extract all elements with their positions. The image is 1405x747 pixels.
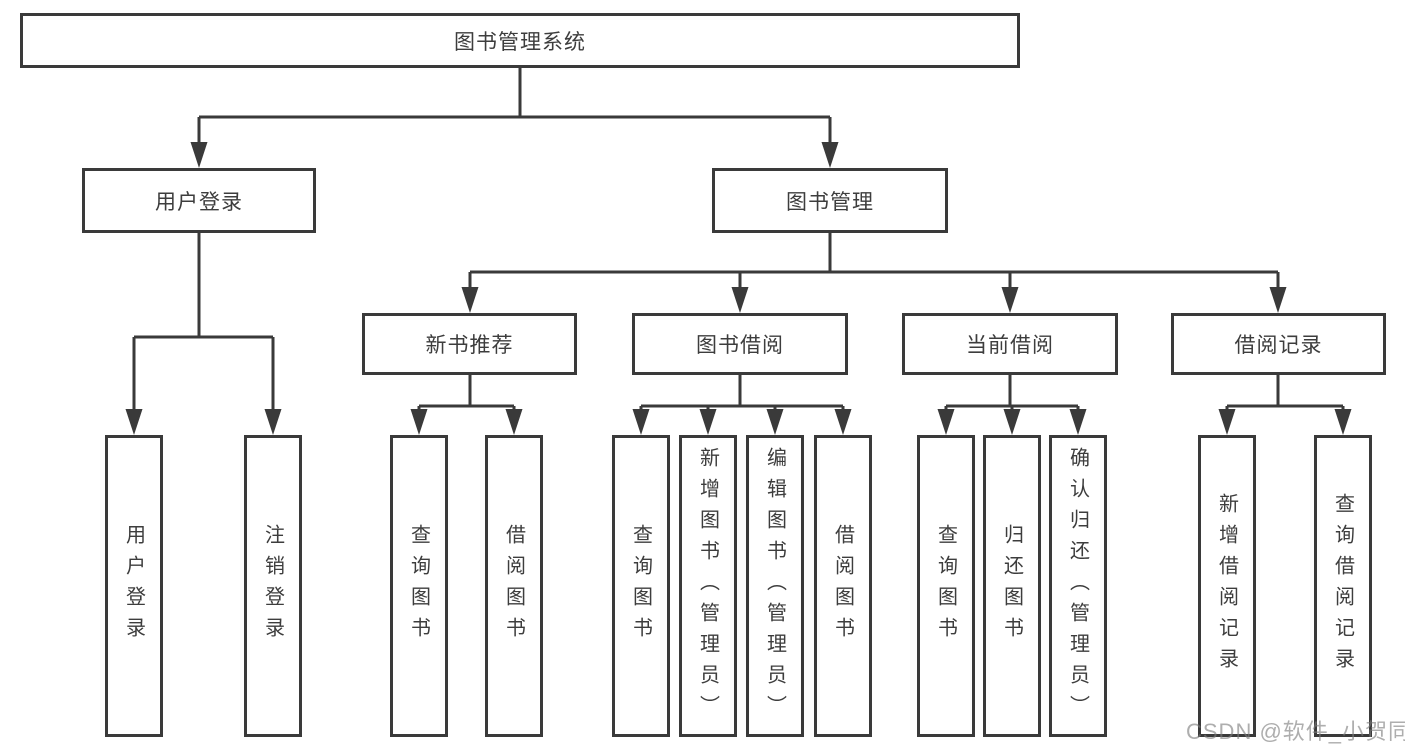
arrowhead-icon [1334, 409, 1352, 435]
node-book-borrowing: 图书借阅 [632, 313, 848, 375]
node-borrowing-records: 借阅记录 [1171, 313, 1386, 375]
leaf-user-login-label: 用户登录 [122, 524, 145, 648]
leaf-confirm-return-admin: 确认归还（管理员） [1049, 435, 1107, 737]
arrowhead-icon [632, 409, 650, 435]
arrowhead-icon [821, 142, 839, 168]
leaf-query-books-borrowing-label: 查询图书 [629, 524, 652, 648]
arrowhead-icon [1001, 287, 1019, 313]
arrowhead-icon [766, 409, 784, 435]
arrowhead-icon [1218, 409, 1236, 435]
arrowhead-icon [1269, 287, 1287, 313]
node-root-label: 图书管理系统 [454, 30, 586, 54]
arrowhead-icon [410, 409, 428, 435]
node-borrowing-records-label: 借阅记录 [1234, 334, 1323, 357]
leaf-edit-books-admin-label: 编辑图书（管理员） [763, 446, 786, 726]
leaf-query-books-recommend: 查询图书 [390, 435, 448, 737]
arrowhead-icon [834, 409, 852, 435]
arrowhead-icon [505, 409, 523, 435]
arrowhead-icon [699, 409, 717, 435]
leaf-logout: 注销登录 [244, 435, 302, 737]
leaf-add-books-admin: 新增图书（管理员） [679, 435, 737, 737]
node-root: 图书管理系统 [20, 13, 1020, 68]
leaf-borrow-books-recommend-label: 借阅图书 [502, 524, 525, 648]
arrowhead-icon [1069, 409, 1087, 435]
node-book-borrowing-label: 图书借阅 [696, 334, 784, 357]
node-book-management: 图书管理 [712, 168, 948, 233]
leaf-query-books-borrowing: 查询图书 [612, 435, 670, 737]
leaf-borrow-books: 借阅图书 [814, 435, 872, 737]
arrowhead-icon [1003, 409, 1021, 435]
node-current-borrowing: 当前借阅 [902, 313, 1118, 375]
leaf-borrow-books-recommend: 借阅图书 [485, 435, 543, 737]
node-book-management-label: 图书管理 [786, 190, 874, 214]
arrowhead-icons [125, 142, 1352, 435]
node-new-book-recommend-label: 新书推荐 [425, 334, 514, 357]
node-user-login-label: 用户登录 [155, 190, 243, 214]
arrowhead-icon [937, 409, 955, 435]
watermark: CSDN @软件_小贺同学 [1186, 719, 1405, 744]
leaf-logout-label: 注销登录 [261, 524, 284, 648]
node-current-borrowing-label: 当前借阅 [966, 334, 1054, 357]
leaf-borrow-books-label: 借阅图书 [831, 524, 854, 648]
arrowhead-icon [461, 287, 479, 313]
leaf-query-books-current: 查询图书 [917, 435, 975, 737]
arrowhead-icon [264, 409, 282, 435]
leaf-add-borrow-record: 新增借阅记录 [1198, 435, 1256, 737]
arrowhead-icon [125, 409, 143, 435]
node-new-book-recommend: 新书推荐 [362, 313, 577, 375]
leaf-query-books-current-label: 查询图书 [934, 524, 957, 648]
arrowhead-icon [190, 142, 208, 168]
leaf-query-books-recommend-label: 查询图书 [407, 524, 430, 648]
connector-paths [132, 68, 1345, 411]
leaf-add-books-admin-label: 新增图书（管理员） [696, 446, 719, 726]
leaf-edit-books-admin: 编辑图书（管理员） [746, 435, 804, 737]
leaf-user-login: 用户登录 [105, 435, 163, 737]
leaf-add-borrow-record-label: 新增借阅记录 [1215, 493, 1238, 679]
node-user-login: 用户登录 [82, 168, 316, 233]
leaf-return-books: 归还图书 [983, 435, 1041, 737]
leaf-query-borrow-record: 查询借阅记录 [1314, 435, 1372, 737]
leaf-query-borrow-record-label: 查询借阅记录 [1331, 493, 1354, 679]
arrowhead-icon [731, 287, 749, 313]
leaf-return-books-label: 归还图书 [1000, 524, 1023, 648]
leaf-confirm-return-admin-label: 确认归还（管理员） [1066, 446, 1089, 726]
